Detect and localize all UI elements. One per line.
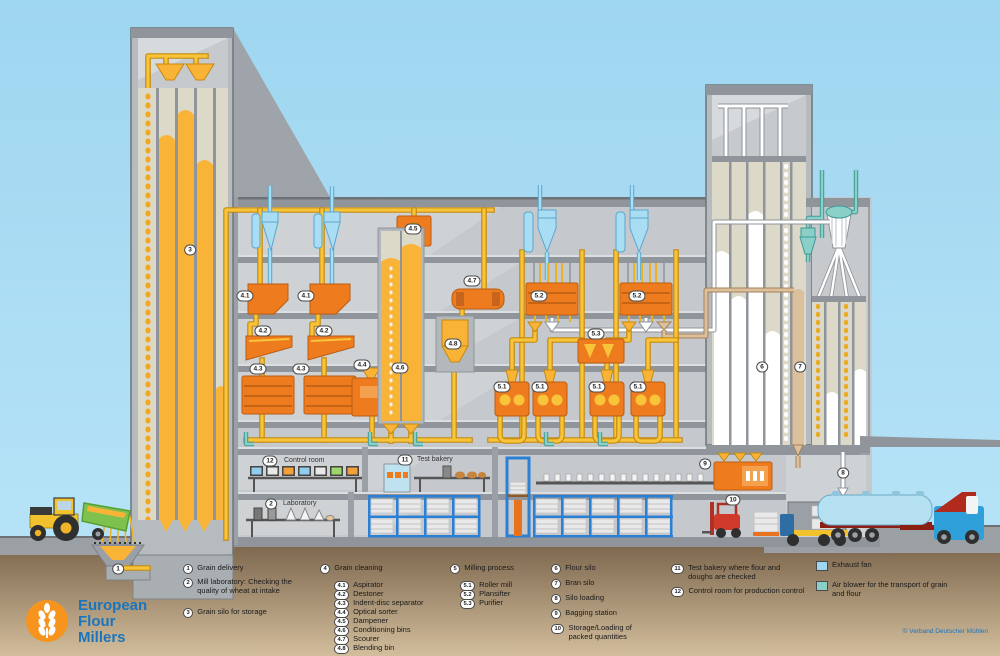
tractor <box>29 497 79 541</box>
aspirator-1 <box>247 283 289 315</box>
diagram-label-4-3b: 4.3 <box>292 363 310 375</box>
logo-line-3: Millers <box>78 629 126 646</box>
control-room-label: Control room <box>284 457 325 464</box>
laboratory <box>246 506 340 537</box>
diagram-label-5-3: 5.3 <box>587 328 605 340</box>
destoner-1 <box>245 335 293 361</box>
control-room <box>248 466 362 492</box>
exhaust-fan-swatch <box>816 561 828 571</box>
diagram-label-5-2a: 5.2 <box>530 290 548 302</box>
pallet-stack <box>753 511 779 536</box>
legend-item-air-blower: Air blower for the transport of grain an… <box>816 580 951 598</box>
legend-item-exhaust-fan: Exhaust fan <box>816 560 966 571</box>
aspirator-2 <box>309 283 351 315</box>
cyclone-milling-1 <box>523 209 557 254</box>
diagram-label-4-6: 4.6 <box>391 362 409 374</box>
cyclone-cleaning-2 <box>313 211 341 252</box>
diagram-label-4-8: 4.8 <box>444 338 462 350</box>
diagram-label-4-7: 4.7 <box>463 275 481 287</box>
warehouse-racks <box>368 495 673 538</box>
flour-distributor <box>816 205 862 299</box>
conditioning-bins <box>377 227 425 435</box>
cyclone-cleaning-1 <box>251 211 279 252</box>
grain-silo-tower <box>130 27 234 600</box>
logo-line-2: Flour <box>78 613 116 630</box>
diagram-label-4-1b: 4.1 <box>297 290 315 302</box>
copyright: © Verband Deutscher Mühlen <box>902 628 988 635</box>
loading-canopy <box>860 436 1000 447</box>
legend-item-mill-laboratory: 2 Mill laboratory: Checking the quality … <box>183 577 301 595</box>
legend-header-milling-process: 5 Milling process <box>450 563 550 574</box>
diagram-label-4-4: 4.4 <box>353 359 371 371</box>
exhaust-cyclones <box>251 209 649 254</box>
legend-num: 1 <box>183 564 194 574</box>
diagram-label-5-1a: 5.1 <box>493 381 511 393</box>
logo-line-1: European <box>78 597 148 614</box>
laboratory-label: Laboratory <box>283 500 317 507</box>
diagram-label-4-5: 4.5 <box>404 223 422 235</box>
trailer <box>81 502 131 540</box>
silo-loading-pipe <box>837 452 849 499</box>
rack-sacks <box>370 498 671 534</box>
bag-conveyor <box>536 473 714 485</box>
diagram-label-4-2a: 4.2 <box>254 325 272 337</box>
scourer <box>451 288 505 310</box>
diagram-label-3: 3 <box>184 244 196 256</box>
diagram-label-9: 9 <box>699 458 711 470</box>
tanker-truck <box>817 491 984 544</box>
legend-item-grain-delivery: 1 Grain delivery <box>183 563 308 574</box>
diagram-label-5-1b: 5.1 <box>531 381 549 393</box>
diagram-label-2: 2 <box>265 498 277 510</box>
indent-disc-separator-1 <box>241 375 295 415</box>
air-blower-annex <box>799 170 870 453</box>
legend-item-grain-silo: 3 Grain silo for storage <box>183 607 308 618</box>
tower-shadow <box>233 28 330 197</box>
sack-elevator <box>505 456 531 538</box>
test-bakery-label: Test bakery <box>417 456 453 463</box>
test-bakery <box>383 463 490 493</box>
diagram-label-4-2b: 4.2 <box>315 325 333 337</box>
bran-pipe <box>664 290 804 468</box>
diagram-label-5-2b: 5.2 <box>628 290 646 302</box>
air-blower-cyclone <box>799 227 817 255</box>
diagram-label-4-3a: 4.3 <box>249 363 267 375</box>
air-blower-swatch <box>816 581 828 591</box>
tanker-cab <box>934 492 984 544</box>
purifier <box>577 338 625 364</box>
indent-disc-separator-2 <box>303 375 357 415</box>
flour-silo-tower <box>705 84 813 453</box>
diagram-label-6: 6 <box>756 361 768 373</box>
logo-wheat-icon <box>26 600 68 642</box>
destoner-2 <box>307 335 355 361</box>
diagram-label-12: 12 <box>262 455 278 467</box>
efm-logo: European Flour Millers <box>24 598 147 646</box>
diagram-label-5-1d: 5.1 <box>629 381 647 393</box>
diagram-label-1: 1 <box>112 563 124 575</box>
diagram-label-8: 8 <box>837 467 849 479</box>
diagram-label-11: 11 <box>397 454 413 466</box>
diagram-label-5-1c: 5.1 <box>588 381 606 393</box>
legend-header-grain-cleaning: 4 Grain cleaning <box>320 563 430 574</box>
bagging-station <box>713 452 773 491</box>
diagram-label-10: 10 <box>725 494 741 506</box>
cyclone-milling-2 <box>615 209 649 254</box>
diagram-label-4-1a: 4.1 <box>236 290 254 302</box>
diagram-label-7: 7 <box>794 361 806 373</box>
